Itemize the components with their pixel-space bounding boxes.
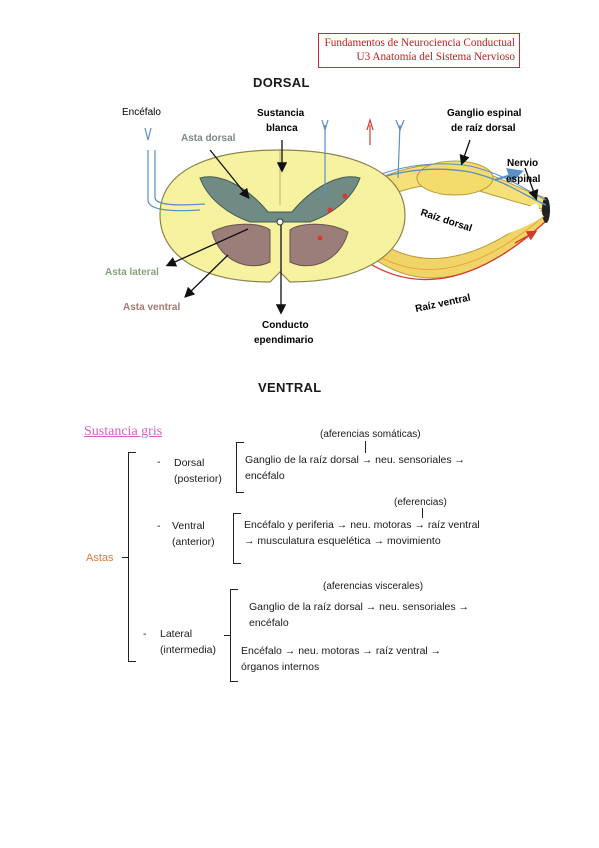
unit-title: U3 Anatomía del Sistema Nervioso	[356, 51, 515, 63]
label-asta-lateral: Asta lateral	[105, 267, 159, 278]
lateral-dash: -	[143, 628, 147, 640]
ventral-line2: → musculatura esquelética → movimiento	[244, 535, 441, 547]
ventral-heading: VENTRAL	[258, 380, 322, 395]
dorsal-name: Dorsal	[174, 457, 205, 469]
astas-brace	[128, 452, 136, 662]
ventral-brace	[233, 513, 241, 564]
label-nervio-2: espinal	[506, 174, 541, 185]
ventral-annotation-marker	[422, 508, 423, 518]
ventral-line1: Encéfalo y periferia → neu. motoras → ra…	[244, 519, 480, 531]
ventral-sub: (anterior)	[172, 536, 215, 548]
section-title: Sustancia gris	[84, 424, 163, 439]
dorsal-annotation: (aferencias somáticas)	[320, 429, 421, 440]
label-ganglio-1: Ganglio espinal	[447, 108, 522, 119]
astas-label: Astas	[86, 552, 114, 564]
label-conducto-2: ependimario	[254, 335, 313, 346]
lateral-sub: (intermedia)	[160, 644, 217, 656]
dorsal-line1: Ganglio de la raíz dorsal → neu. sensori…	[245, 454, 466, 466]
dorsal-line2: encéfalo	[245, 470, 285, 482]
label-asta-ventral: Asta ventral	[123, 302, 180, 313]
lateral-brace	[230, 589, 238, 682]
label-sustancia-blanca-2: blanca	[266, 123, 298, 134]
central-canal	[276, 218, 284, 226]
gray-matter-ventral	[211, 223, 271, 267]
lateral-a-line1: Ganglio de la raíz dorsal → neu. sensori…	[249, 601, 470, 613]
document-header: Fundamentos de Neurociencia Conductual U…	[318, 33, 520, 68]
label-conducto-1: Conducto	[262, 320, 309, 331]
spinal-ganglion	[416, 160, 494, 196]
dorsal-brace	[236, 442, 244, 493]
label-nervio-1: Nervio	[507, 158, 538, 169]
lateral-a-line2: encéfalo	[249, 617, 289, 629]
spinal-cord-diagram: Encéfalo Sustancia blanca Asta dorsal Ga…	[105, 107, 550, 346]
label-asta-dorsal: Asta dorsal	[181, 133, 236, 144]
spinal-nerve-cut	[542, 197, 550, 223]
label-encefalo: Encéfalo	[122, 107, 161, 118]
lateral-name: Lateral	[160, 628, 193, 640]
ventral-annotation: (eferencias)	[394, 497, 447, 508]
label-raiz-ventral: Raíz ventral	[414, 292, 471, 314]
label-sustancia-blanca-1: Sustancia	[257, 108, 305, 119]
label-ganglio-2: de raíz dorsal	[451, 123, 516, 134]
lateral-annotation: (aferencias viscerales)	[323, 581, 424, 592]
dorsal-dash: -	[157, 456, 161, 468]
lateral-b-line2: órganos internos	[241, 661, 320, 673]
ventral-name: Ventral	[172, 520, 205, 532]
lateral-b-line1: Encéfalo → neu. motoras → raíz ventral →	[241, 645, 442, 657]
dorsal-heading: DORSAL	[253, 75, 310, 90]
dorsal-annotation-marker	[365, 441, 366, 453]
course-title: Fundamentos de Neurociencia Conductual	[324, 37, 515, 49]
dorsal-sub: (posterior)	[174, 473, 222, 485]
ventral-dash: -	[157, 520, 161, 532]
